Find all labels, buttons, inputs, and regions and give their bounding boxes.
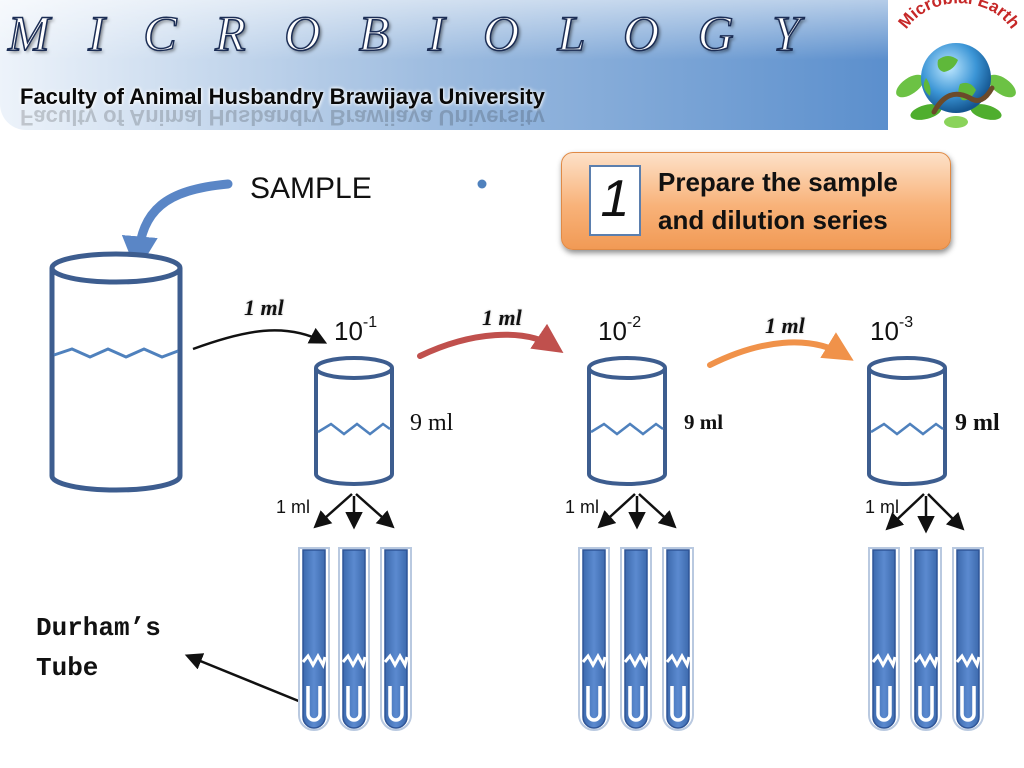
- page-subtitle: Faculty of Animal Husbandry Brawijaya Un…: [20, 84, 545, 109]
- branch-arrows-3: [885, 493, 965, 534]
- durham-tube-label: Durham’s Tube: [36, 613, 161, 683]
- test-tube-3-1: [868, 547, 900, 731]
- header-banner: M I C R O B I O L O G Y Faculty of Anima…: [0, 0, 888, 130]
- step-box: 1 Prepare the sample and dilution series: [561, 152, 951, 250]
- test-tubes: [298, 547, 984, 731]
- dilution-vessel-3: [867, 356, 947, 486]
- microbial-earth-logo: Microbial Earth: [894, 0, 1024, 128]
- test-tube-1-3: [380, 547, 412, 731]
- transfer-label-2: 1 ml: [482, 305, 522, 330]
- diluent-volume-3: 9 ml: [955, 410, 1000, 436]
- transfer-label-1: 1 ml: [244, 295, 284, 320]
- step-number: 1: [589, 165, 641, 236]
- transfer-arrow-3: [707, 332, 854, 368]
- sample-pointer-arrow: [121, 179, 233, 273]
- sample-label: SAMPLE: [250, 172, 372, 205]
- diluent-volume-2: 9 ml: [684, 410, 724, 434]
- dilution-label-2: 10-2: [598, 314, 642, 346]
- test-tube-1-1: [298, 547, 330, 731]
- dilution-vessel-1: [314, 356, 394, 486]
- branch-arrows-1: [313, 493, 395, 530]
- test-tube-1-2: [338, 547, 370, 731]
- step-text: Prepare the sample and dilution series: [658, 167, 898, 235]
- dilution-label-3: 10-3: [870, 314, 914, 346]
- test-tube-2-3: [662, 547, 694, 731]
- diluent-volume-1: 9 ml: [410, 410, 454, 436]
- dilution-diagram: [49, 179, 984, 731]
- transfer-arrow-2: [417, 323, 564, 359]
- test-tube-2-2: [620, 547, 652, 731]
- test-tube-3-2: [910, 547, 942, 731]
- inoculum-volume-3: 1 ml: [865, 497, 900, 517]
- branch-arrows-2: [597, 493, 677, 530]
- inoculum-volume-1: 1 ml: [276, 497, 311, 517]
- test-tube-3-3: [952, 547, 984, 731]
- dilution-label-1: 10-1: [334, 314, 378, 346]
- page-title: M I C R O B I O L O G Y: [7, 4, 814, 62]
- bullet-dot: [477, 179, 487, 189]
- test-tube-2-1: [578, 547, 610, 731]
- sample-beaker: [49, 251, 183, 493]
- banner-shine: [0, 0, 888, 60]
- dilution-vessel-2: [587, 356, 667, 486]
- durham-pointer-arrow: [184, 653, 307, 706]
- logo-text: Microbial Earth: [894, 0, 1023, 32]
- transfer-arrow-1: [192, 327, 328, 351]
- inoculum-volume-2: 1 ml: [565, 497, 600, 517]
- transfer-label-3: 1 ml: [765, 313, 805, 338]
